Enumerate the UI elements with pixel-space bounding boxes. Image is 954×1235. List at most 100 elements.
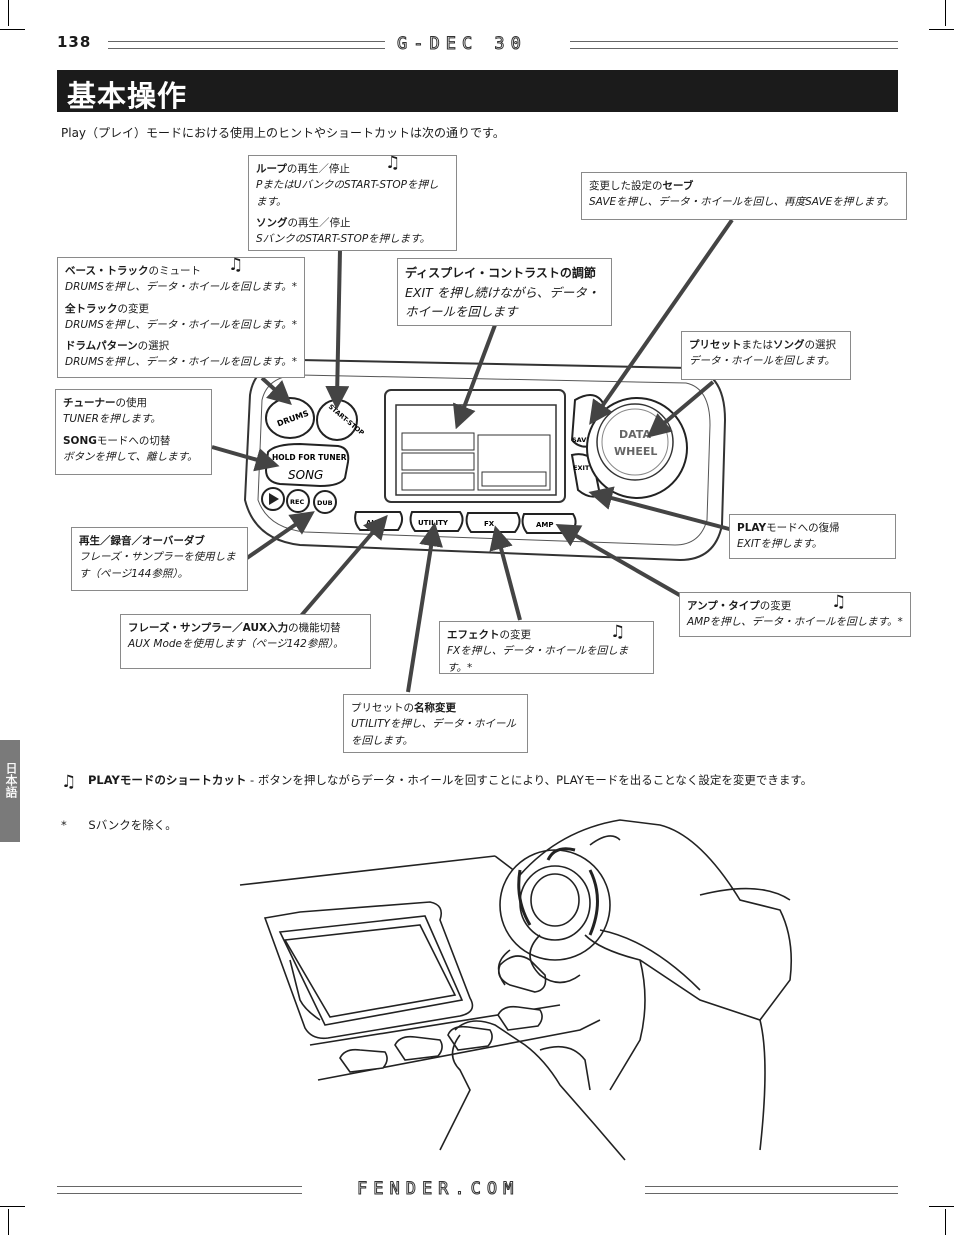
footer-rule [57,1186,302,1194]
preset-select-desc: データ・ホイールを回します。 [689,355,835,368]
all-tracks-label: 全トラック [65,302,118,315]
footnote-text: Sバンクを除く。 [88,818,177,832]
rec-title: 再生／録音／オーバーダブ [79,535,205,547]
effect-title: の変更 [499,629,532,641]
dub-label: DUB [317,499,333,507]
music-note-icon: ♫ [831,592,847,612]
loop-desc-title: の再生／停止 [286,163,350,175]
callout-rec: 再生／録音／オーバーダブ フレーズ・サンプラーを使用します（ページ144参照）。 [71,527,248,591]
rec-desc: フレーズ・サンプラーを使用します（ページ144参照）。 [79,551,236,580]
amp-type-title: の変更 [759,600,792,612]
callout-rename: プリセットの名称変更 UTILITYを押し、データ・ホイールを回します。 [343,694,528,753]
callout-preset-select: プリセットまたはソングの選択 データ・ホイールを回します。 [681,331,851,380]
hand-illustration [239,819,793,1161]
song-label: ソング [256,216,288,229]
crop-mark [945,1209,946,1235]
bass-track-title: のミュート [148,265,201,277]
all-tracks-desc: DRUMSを押し、データ・ホイールを回します。* [65,318,297,331]
play-return-title: モードへの復帰 [766,522,840,534]
arrow [452,324,497,430]
crop-mark [0,29,25,30]
language-label: 日本語 [4,762,18,798]
contrast-title: ディスプレイ・コントラストの調節 [405,266,596,280]
crop-mark [0,1206,25,1207]
aux-desc: AUX Modeを使用します（ページ142参照）。 [128,638,344,651]
shortcut-text: - ボタンを押しながらデータ・ホイールを回すことにより、PLAYモードを出ること… [246,773,813,787]
music-note-icon: ♫ [228,255,244,275]
callout-drums: ベース・トラックのミュート DRUMSを押し、データ・ホイールを回します。* 全… [57,257,305,378]
music-note-icon: ♫ [610,622,626,642]
language-side-tab: 日本語 [0,740,20,842]
play-button [261,487,285,511]
hold-for-tuner-label: HOLD FOR TUNER [272,453,347,462]
play-label: PLAY [737,522,767,534]
amp-label: AMP [536,521,554,529]
song-select-label: ソング [773,339,805,351]
callout-save: 変更した設定のセーブ SAVEを押し、データ・ホイールを回し、再度SAVEを押し… [581,172,907,220]
loop-label: ループ [256,163,287,175]
callout-amp: アンプ・タイプの変更 AMPを押し、データ・ホイールを回します。* [679,592,911,637]
song-desc-title: の再生／停止 [287,216,351,229]
arrow [589,218,734,425]
tuner-song-button [264,442,350,488]
arrow [245,511,315,560]
preset-label: プリセット [689,339,742,351]
music-note-icon: ♫ [385,153,401,173]
dub-button [313,490,337,514]
rec-label: REC [290,498,304,506]
save-label: SAVE [572,436,591,444]
footer-brand: FENDER.COM [356,1179,520,1200]
arrow [489,525,522,621]
contrast-desc: EXIT を押し続けながら、データ・ホイールを回します [405,284,600,319]
callout-fx: エフェクトの変更 FXを押し、データ・ホイールを回します。* [439,621,654,674]
all-tracks-title: の変更 [117,302,150,315]
tuner-desc: TUNERを押します。 [63,413,161,426]
preset-or: または [741,339,774,351]
arrow [406,522,443,693]
arrow [260,376,292,406]
aux-title-label: フレーズ・サンプラー／AUX入力 [128,622,289,634]
footer-rule [645,1186,898,1194]
preset-select-title: の選択 [804,339,837,351]
page-title: 基本操作 [67,79,188,113]
page-number: 138 [57,33,92,51]
callout-contrast: ディスプレイ・コントラストの調節 EXIT を押し続けながら、データ・ホイールを… [397,258,612,326]
tuner-title: の使用 [115,397,148,409]
callout-tuner: チューナーの使用 TUNERを押します。 SONGモードへの切替 ボタンを押して… [55,389,212,475]
loop-desc: PまたはUバンクのSTART-STOPを押します。 [256,179,439,208]
crop-mark [945,0,946,26]
utility-label: UTILITY [418,519,449,527]
song-mode-desc: ボタンを押して、離します。 [63,450,198,463]
arrow [325,249,350,410]
footnote-mark: * [61,818,67,832]
crop-mark [929,1206,954,1207]
drum-pattern-title: の選択 [137,340,170,353]
callout-play-return: PLAYモードへの復帰 EXITを押します。 [729,514,896,559]
amp-type-desc: AMPを押し、データ・ホイールを回します。* [687,616,903,629]
brand-logo: G-DEC 30 [397,34,527,55]
callout-aux: フレーズ・サンプラー／AUX入力の機能切替 AUX Modeを使用します（ページ… [120,614,371,669]
rename-desc: UTILITYを押し、データ・ホイールを回します。 [351,718,516,747]
save-title-pre: 変更した設定の [589,180,663,192]
save-title: セーブ [662,180,694,192]
song-mode-title: モードへの切替 [96,434,171,447]
fx-label: FX [484,520,495,528]
amp-type-label: アンプ・タイプ [687,600,760,612]
bass-track-label: ベース・トラック [65,265,149,277]
callout-loop-song: ループの再生／停止 PまたはUバンクのSTART-STOPを押します。 ソングの… [248,155,457,251]
arrow [646,380,715,438]
arrow [555,524,684,599]
song-mode-label: SONG [63,434,97,447]
rename-title: 名称変更 [414,702,456,714]
section-title-bar: 基本操作 [57,70,898,113]
data-wheel-label-2: WHEEL [614,445,657,458]
save-desc: SAVEを押し、データ・ホイールを回し、再度SAVEを押します。 [589,196,895,209]
drum-pattern-desc: DRUMSを押し、データ・ホイールを回します。* [65,356,297,369]
song-desc: SバンクのSTART-STOPを押します。 [256,233,431,246]
arrow [298,514,388,619]
arrow [211,445,280,472]
exit-label: EXIT [573,464,590,472]
song-label: SONG [288,468,323,482]
bass-track-desc: DRUMSを押し、データ・ホイールを回します。* [65,281,297,294]
